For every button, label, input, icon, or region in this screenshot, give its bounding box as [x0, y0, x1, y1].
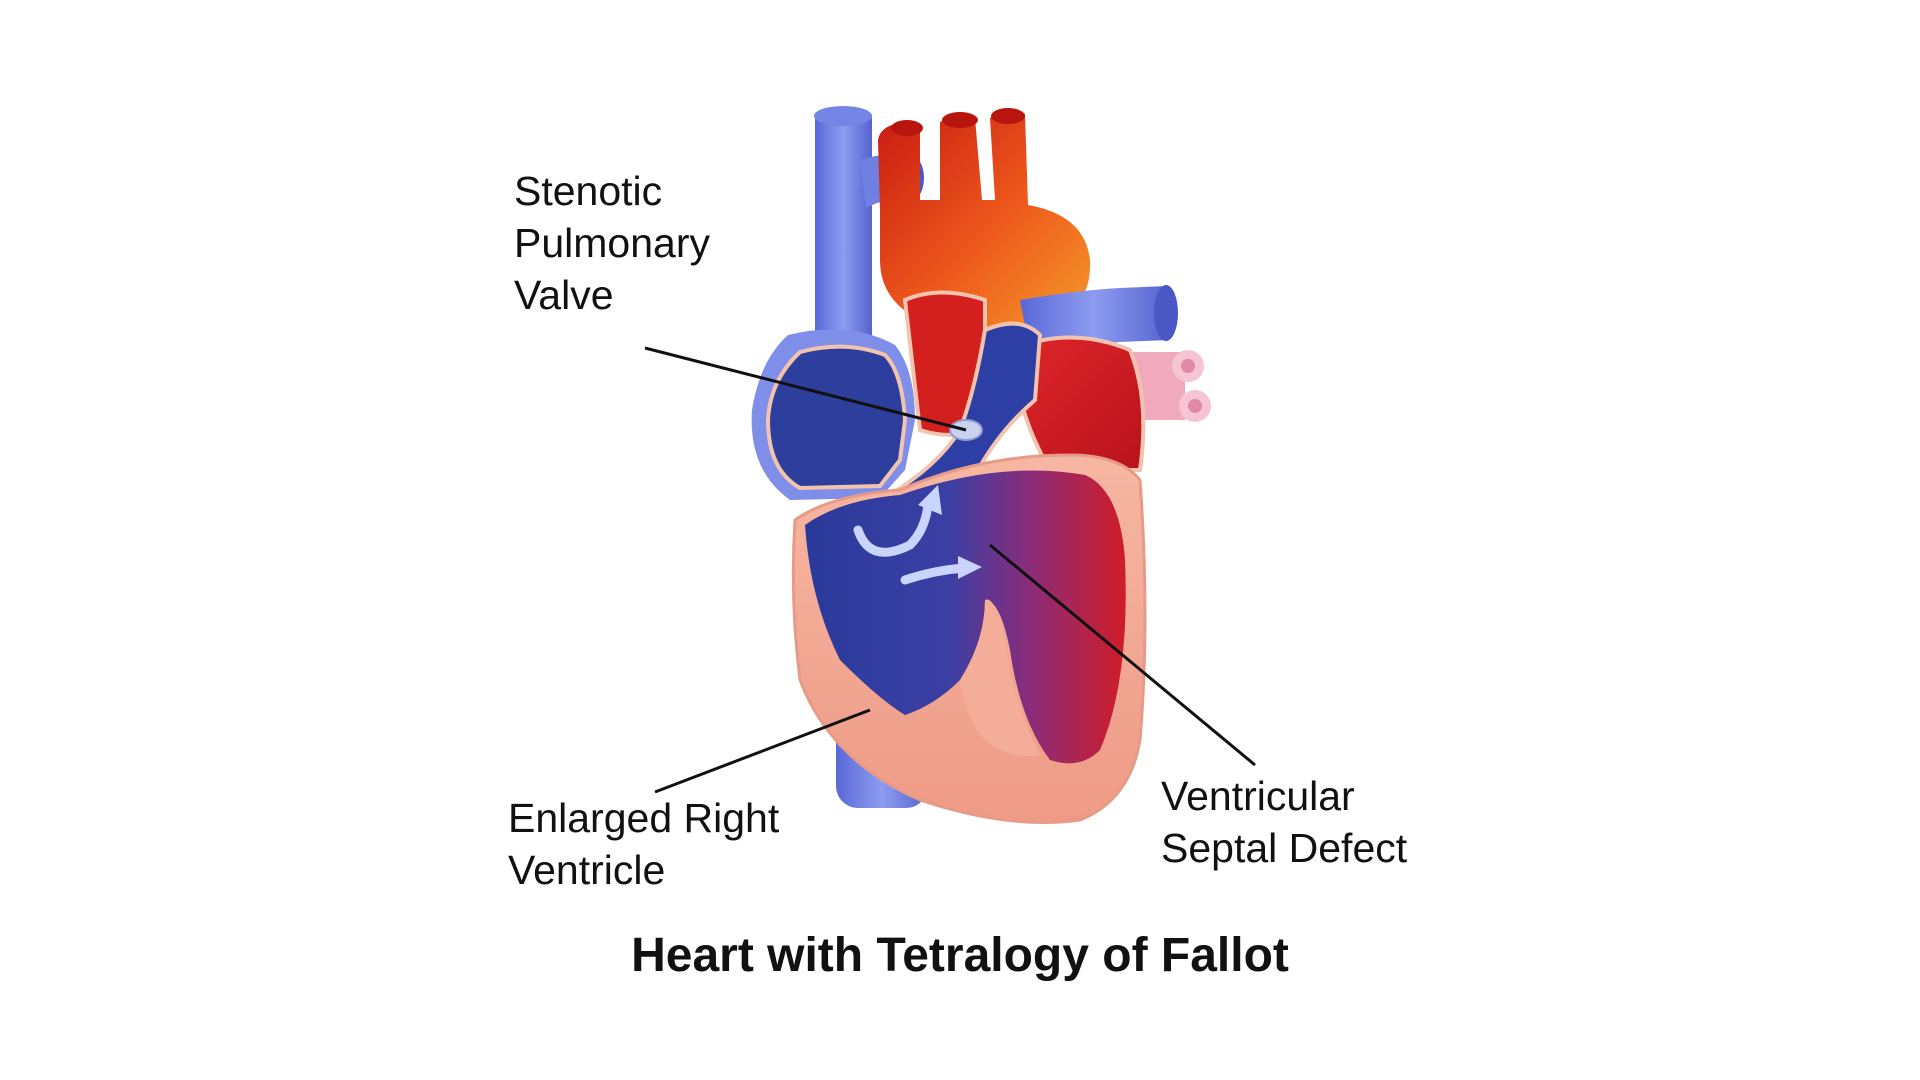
leader-line-vsd	[989, 543, 1256, 767]
label-line: Stenotic	[514, 168, 663, 214]
diagram-caption: Heart with Tetralogy of Fallot	[631, 929, 1289, 982]
leader-lines	[644, 346, 1256, 794]
leader-line-stenotic	[644, 346, 967, 432]
left-atrium	[1007, 335, 1146, 472]
arrow-heads	[918, 485, 982, 579]
label-ventricular-septal-defect: Ventricular Septal Defect	[1161, 770, 1407, 874]
label-line: Pulmonary	[514, 220, 710, 266]
label-line: Septal Defect	[1161, 825, 1408, 871]
label-line: Ventricle	[508, 847, 666, 893]
pulmonary-artery-branch	[1020, 285, 1178, 352]
label-line: Valve	[514, 272, 614, 318]
label-line: Ventricular	[1161, 773, 1355, 819]
aortic-arch	[878, 108, 1091, 330]
leader-line-enlarged	[654, 708, 871, 794]
label-line: Enlarged Right	[508, 795, 780, 841]
label-stenotic-pulmonary-valve: Stenotic Pulmonary Valve	[514, 165, 710, 321]
ventricles	[791, 453, 1147, 824]
right-atrium	[751, 329, 915, 500]
label-enlarged-right-ventricle: Enlarged Right Ventricle	[508, 792, 779, 896]
